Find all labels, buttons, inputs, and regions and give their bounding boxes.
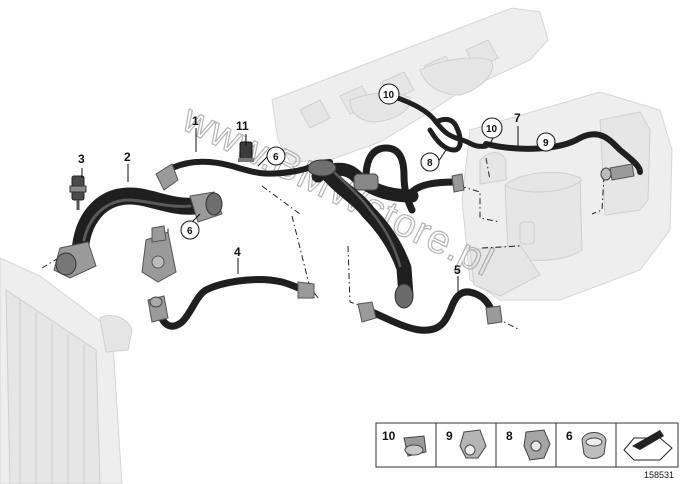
hose-clip-6-icon (581, 432, 607, 459)
callout-part-1: 1 (192, 114, 199, 128)
hose-clip-9-icon (459, 429, 487, 459)
reference-number: 158531 (644, 470, 674, 480)
callout-part-6-lower: 6 (180, 220, 200, 240)
legend-item-8: 8 (506, 429, 551, 461)
callout-part-10-upper: 10 (378, 83, 400, 105)
callout-part-5: 5 (454, 263, 461, 277)
callout-part-2: 2 (124, 150, 131, 164)
legend-item-6: 6 (566, 429, 607, 459)
temperature-sensor-3 (69, 175, 87, 210)
svg-text:10: 10 (382, 429, 396, 443)
radiator-ghost (0, 257, 133, 484)
legend-strip: 10 9 8 6 (375, 422, 679, 468)
callout-part-7: 7 (514, 111, 521, 125)
callout-part-6-upper: 6 (266, 146, 286, 166)
legend-item-9: 9 (446, 429, 487, 459)
svg-text:10: 10 (383, 90, 395, 101)
thermostat-housing (141, 225, 177, 283)
svg-text:8: 8 (506, 429, 513, 443)
callout-part-11: 11 (236, 119, 249, 133)
svg-text:9: 9 (543, 138, 549, 149)
svg-text:6: 6 (566, 429, 573, 443)
expansion-tank-ghost (461, 91, 673, 301)
hose-clamp-10-icon (403, 435, 427, 457)
svg-text:9: 9 (446, 429, 453, 443)
hose-7 (483, 131, 643, 181)
hose-5 (357, 288, 503, 334)
callout-part-4: 4 (234, 245, 241, 259)
callout-part-9: 9 (536, 132, 556, 152)
hose-main (307, 144, 465, 309)
hose-2 (53, 187, 223, 279)
svg-text:6: 6 (187, 226, 193, 237)
svg-text:6: 6 (273, 152, 279, 163)
callout-part-10-right: 10 (481, 117, 503, 139)
legend-item-arrow (623, 430, 673, 461)
engine-head-ghost (271, 7, 549, 163)
hose-clip-8-icon (523, 429, 551, 461)
svg-text:8: 8 (427, 158, 433, 169)
callout-part-8: 8 (420, 152, 440, 172)
part-callouts: 1 2 3 4 5 6 6 7 8 9 10 10 11 (78, 83, 556, 277)
callout-part-3: 3 (78, 152, 85, 166)
svg-text:10: 10 (486, 124, 498, 135)
sensor-11 (238, 141, 254, 162)
hose-4 (147, 276, 315, 330)
legend-item-10: 10 (382, 429, 427, 457)
arrow-ruler-icon (623, 430, 673, 461)
